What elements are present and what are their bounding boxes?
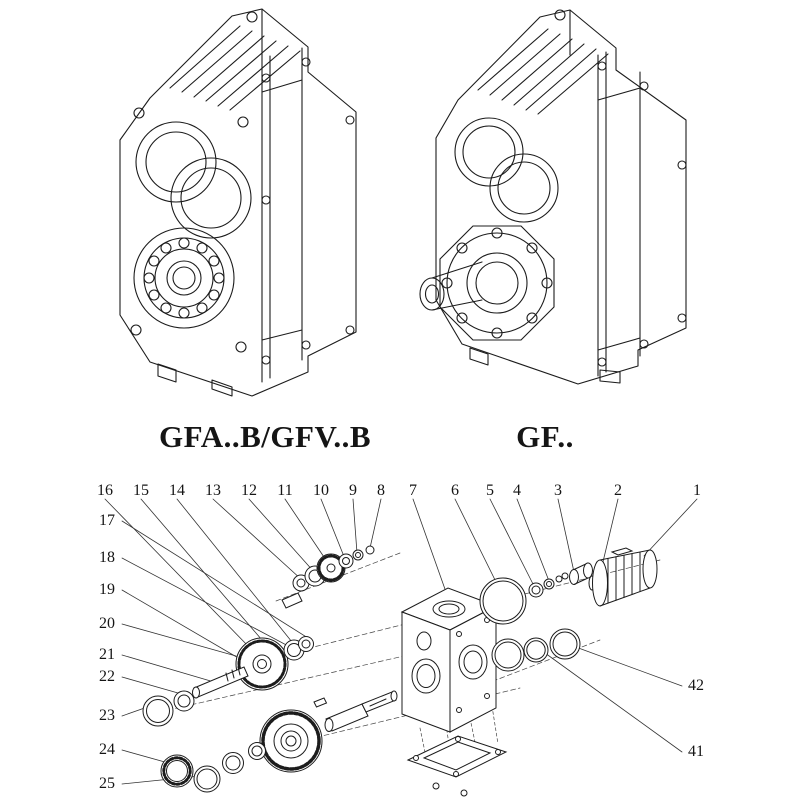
callout-23: 23 bbox=[99, 707, 115, 724]
bottom-cover-gasket bbox=[406, 735, 508, 797]
lower-right-retaining-rings bbox=[491, 628, 581, 672]
right-model-label: GF.. bbox=[516, 419, 574, 454]
callout-6: 6 bbox=[451, 482, 459, 499]
callout-4: 4 bbox=[513, 482, 521, 499]
callout-21: 21 bbox=[99, 646, 115, 663]
output-gear bbox=[259, 709, 323, 773]
gear-housing bbox=[400, 587, 498, 733]
callout-42: 42 bbox=[688, 677, 704, 694]
callout-14: 14 bbox=[169, 482, 185, 499]
callout-12: 12 bbox=[241, 482, 257, 499]
intermediate-gear-cluster bbox=[235, 636, 314, 691]
callout-10: 10 bbox=[313, 482, 329, 499]
callout-1: 1 bbox=[693, 482, 701, 499]
callout-8: 8 bbox=[377, 482, 385, 499]
callout-20: 20 bbox=[99, 615, 115, 632]
callout-17: 17 bbox=[99, 512, 115, 529]
callout-11: 11 bbox=[277, 482, 293, 499]
input-coupling bbox=[569, 562, 593, 585]
callout-2: 2 bbox=[614, 482, 622, 499]
upper-shaft-assembly bbox=[281, 545, 375, 609]
callout-9: 9 bbox=[349, 482, 357, 499]
exploded-view bbox=[104, 498, 698, 797]
callout-18: 18 bbox=[99, 549, 115, 566]
callout-7: 7 bbox=[409, 482, 417, 499]
callout-5: 5 bbox=[486, 482, 494, 499]
callout-24: 24 bbox=[99, 741, 115, 758]
callout-25: 25 bbox=[99, 775, 115, 792]
callout-16: 16 bbox=[97, 482, 113, 499]
output-bearing-and-rings bbox=[160, 742, 266, 793]
exploded-parts bbox=[142, 545, 658, 797]
callout-41: 41 bbox=[688, 743, 704, 760]
callout-22: 22 bbox=[99, 668, 115, 685]
input-flange-seals bbox=[479, 572, 569, 625]
gearbox-left-drawing bbox=[119, 8, 357, 397]
motor bbox=[588, 547, 658, 607]
callout-15: 15 bbox=[133, 482, 149, 499]
left-model-label: GFA..B/GFV..B bbox=[158, 419, 372, 454]
gearbox-right-drawing bbox=[419, 9, 687, 385]
callout-3: 3 bbox=[554, 482, 562, 499]
output-shaft bbox=[313, 690, 398, 732]
callout-19: 19 bbox=[99, 581, 115, 598]
callout-13: 13 bbox=[205, 482, 221, 499]
leader-lines bbox=[104, 498, 698, 785]
pinion-shaft bbox=[142, 666, 249, 727]
